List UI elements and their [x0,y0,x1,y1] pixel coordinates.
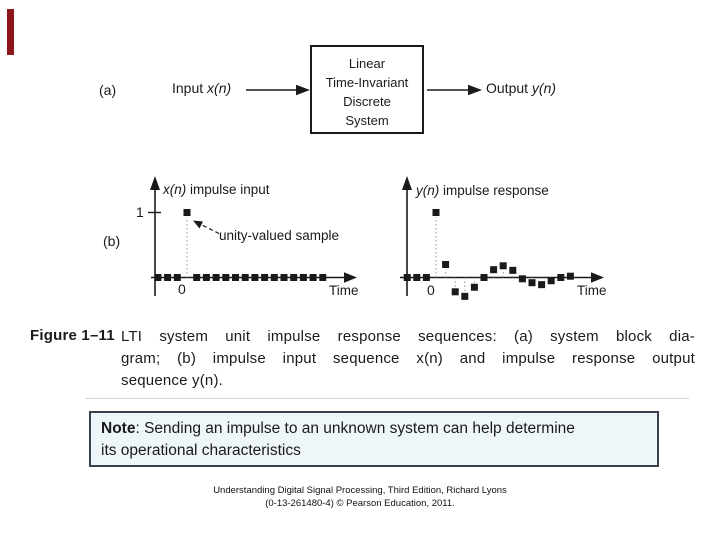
system-box-line: Time-Invariant [325,75,409,90]
footer-attribution: Understanding Digital Signal Processing,… [0,484,720,510]
impulse-input-title-rest: impulse input [186,182,270,197]
note-text-line1: Note: Sending an impulse to an unknown s… [101,418,647,440]
output-variable: y(n) [531,80,557,96]
lti-system-box: Linear Time-Invariant Discrete System [310,45,424,134]
caption-line: sequence y(n). [121,372,224,389]
figure-caption-body: LTI system unit impulse response sequenc… [121,326,695,392]
impulse-response-title-var: y(n) [416,183,440,198]
impulse-response-xtick: 0 [427,282,435,298]
note-text-line2: its operational characteristics [101,442,301,459]
impulse-input-ytick: 1 [136,204,144,220]
impulse-response-title-rest: impulse response [439,183,549,198]
panel-a-label: (a) [99,82,117,98]
panel-b-label: (b) [103,233,121,249]
input-variable: x(n) [207,80,232,96]
impulse-input-title: x(n) impulse input [163,182,270,197]
figure-caption-label: Figure 1–11 [30,327,115,344]
input-label-text: Input [172,80,208,96]
caption-line: gram; (b) impulse input sequence x(n) an… [121,350,695,367]
impulse-input-title-var: x(n) [163,182,187,197]
unity-sample-annotation: unity-valued sample [219,228,340,243]
impulse-response-title: y(n) impulse response [416,183,549,198]
footer-line1: Understanding Digital Signal Processing,… [213,485,507,496]
caption-line: LTI system unit impulse response sequenc… [121,328,695,345]
output-label: Output y(n) [486,80,556,96]
output-label-text: Output [486,80,532,96]
impulse-response-xlabel: Time [577,283,607,298]
note-label: Note [101,420,136,437]
input-label: Input x(n) [172,80,231,96]
impulse-input-xtick: 0 [178,281,186,297]
system-box-line: Discrete [343,94,391,109]
impulse-input-xlabel: Time [329,283,359,298]
note-box: Note: Sending an impulse to an unknown s… [89,411,659,467]
footer-line2: (0-13-261480-4) © Pearson Education, 201… [265,498,455,509]
note-text: : Sending an impulse to an unknown syste… [135,420,575,437]
system-box-line: Linear [348,56,386,71]
accent-bar [7,9,14,55]
divider-line [85,398,689,399]
system-box-line: System [345,113,389,128]
